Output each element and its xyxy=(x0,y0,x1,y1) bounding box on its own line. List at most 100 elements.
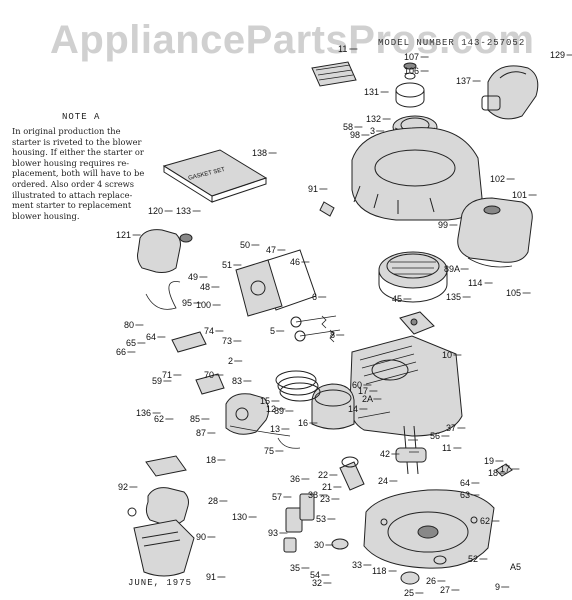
crankshaft-part xyxy=(395,425,427,475)
part-number-label: 56 xyxy=(430,431,440,441)
part-number-label: 114 xyxy=(468,278,482,288)
part-number-label: 38 xyxy=(308,490,318,500)
note-line: starter is riveted to the blower xyxy=(12,136,142,147)
part-number-label: 30 xyxy=(314,540,324,550)
governor-parts xyxy=(283,201,513,585)
corner-code: A5 xyxy=(510,562,521,572)
part-number-label: 70 xyxy=(204,370,214,380)
ignition-coil-part xyxy=(399,311,435,335)
part-number-label: 64 xyxy=(460,478,470,488)
part-number-label: 107 xyxy=(404,52,419,62)
part-number-label: 21 xyxy=(322,482,332,492)
part-number-label: 50 xyxy=(240,240,250,250)
part-number-label: 138 xyxy=(252,148,267,158)
note-line: placement, both will have to be xyxy=(12,168,145,179)
note-line: In original production the xyxy=(12,126,121,136)
part-number-label: 35 xyxy=(290,563,300,573)
part-number-label: 26 xyxy=(426,576,436,586)
part-number-label: 42 xyxy=(380,449,390,459)
note-body: In original production the starter is ri… xyxy=(12,126,162,221)
part-number-label: 25 xyxy=(404,588,414,598)
part-number-label: 73 xyxy=(222,336,232,346)
air-filter-part xyxy=(311,61,357,87)
part-number-label: 23 xyxy=(320,494,330,504)
part-number-label: 51 xyxy=(222,260,232,270)
air-cleaner-cover-part xyxy=(127,487,189,526)
part-number-label: 19 xyxy=(484,456,494,466)
part-number-label: 57 xyxy=(272,492,282,502)
part-number-label: 102 xyxy=(490,174,505,184)
part-number-label: 120 xyxy=(148,206,163,216)
part-number-label: 5 xyxy=(270,326,275,336)
piston-rings-part xyxy=(275,370,321,402)
part-number-label: 89A xyxy=(444,264,460,274)
part-number-label: 131 xyxy=(364,87,379,97)
part-number-label: 87 xyxy=(196,428,206,438)
fuel-tank-part xyxy=(457,197,533,263)
air-cleaner-part xyxy=(137,229,193,273)
part-number-label: 12 xyxy=(266,404,276,414)
part-number-label: 63 xyxy=(460,490,470,500)
cylinder-block-part xyxy=(349,335,463,437)
breather-plate-part xyxy=(235,259,283,317)
linkage-part xyxy=(145,281,301,449)
carburetor-part xyxy=(195,373,270,435)
starter-housing-part xyxy=(481,65,539,120)
part-number-label: 2A xyxy=(362,394,373,404)
part-number-label: 6 xyxy=(312,292,317,302)
part-number-label: 11 xyxy=(338,44,347,54)
part-number-label: 24 xyxy=(378,476,388,486)
part-number-label: 37 xyxy=(446,423,456,433)
engine-base-part xyxy=(363,489,495,569)
part-number-label: 28 xyxy=(208,496,218,506)
part-number-label: 75 xyxy=(264,446,274,456)
air-cleaner-base-part xyxy=(133,519,195,577)
part-number-label: 53 xyxy=(316,514,326,524)
part-number-label: 62 xyxy=(154,414,164,424)
part-number-label: 132 xyxy=(366,114,381,124)
model-number: MODEL NUMBER 143-257052 xyxy=(378,38,526,48)
leader-lines xyxy=(127,48,572,594)
part-number-label: 13 xyxy=(270,424,280,434)
part-number-label: 54 xyxy=(310,570,320,580)
part-number-label: 130 xyxy=(232,512,247,522)
part-number-label: 27 xyxy=(440,585,450,595)
part-number-label: 58 xyxy=(343,122,353,132)
note-line: illustrated to attach replace- xyxy=(12,189,133,200)
part-number-label: 129 xyxy=(550,50,565,60)
part-number-label: 92 xyxy=(118,482,128,492)
part-number-label: 74 xyxy=(204,326,214,336)
float-bowl-gasket-part xyxy=(145,455,187,477)
note-title: NOTE A xyxy=(62,112,101,122)
part-number-label: 52 xyxy=(468,554,478,564)
part-number-label: 91 xyxy=(308,184,318,194)
watermark: AppliancePartsPros.com xyxy=(50,18,535,62)
part-number-label: 18 xyxy=(488,468,498,478)
part-number-label: 65 xyxy=(126,338,136,348)
part-number-label: 135 xyxy=(446,292,461,302)
part-number-label: 22 xyxy=(318,470,328,480)
part-number-label: 133 xyxy=(176,206,191,216)
fuel-line-part xyxy=(467,257,513,268)
connecting-rod-part xyxy=(339,456,365,491)
part-number-label: 100 xyxy=(196,300,211,310)
note-line: ment starter to replacement xyxy=(12,200,132,211)
part-number-label: 17 xyxy=(358,386,368,396)
part-number-label: 118 xyxy=(372,566,386,576)
part-number-label: 80 xyxy=(124,320,134,330)
part-number-label: 8 xyxy=(330,330,335,340)
part-number-label: 17 xyxy=(500,464,510,474)
part-number-label: 46 xyxy=(290,257,300,267)
valves-part xyxy=(290,315,341,343)
part-number-label: 71 xyxy=(162,370,172,380)
gasket-set-part: GASKET SET xyxy=(162,149,268,203)
note-line: blower housing requires re- xyxy=(12,157,130,168)
part-number-label: 62 xyxy=(480,516,490,526)
part-number-label: 99 xyxy=(438,220,448,230)
part-number-label: 10 xyxy=(442,350,452,360)
part-number-label: 47 xyxy=(266,245,276,255)
part-number-label: 106 xyxy=(404,66,419,76)
